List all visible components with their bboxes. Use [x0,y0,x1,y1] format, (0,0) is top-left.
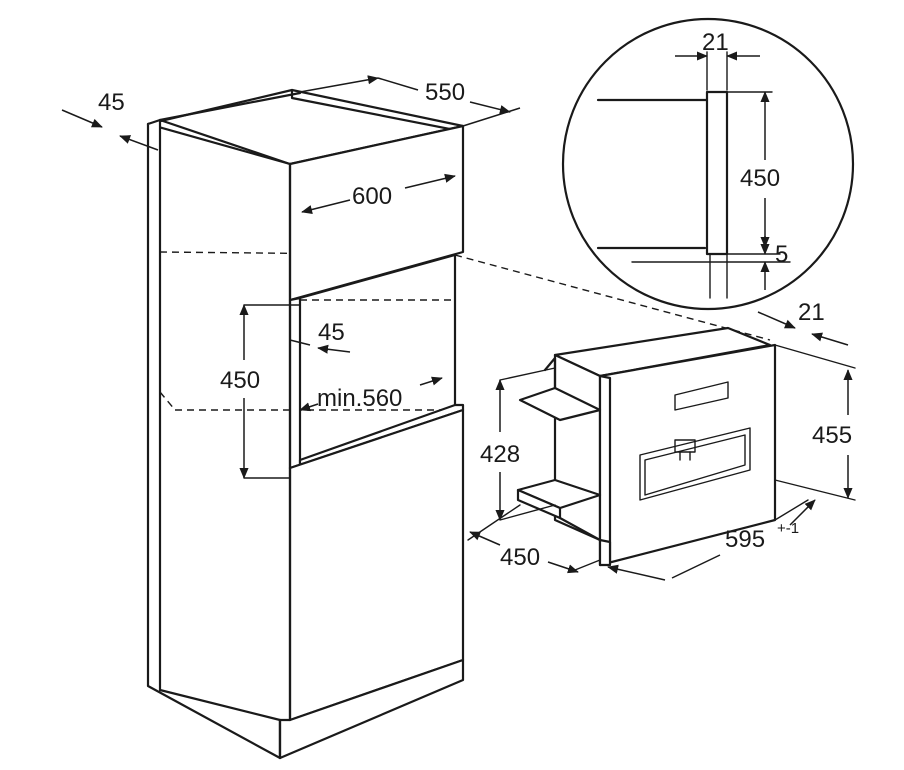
dim-appliance-width-tolerance: +-1 [777,520,799,537]
dim-appliance-width: 595 [725,526,765,553]
dim-appliance-height: 455 [812,422,852,449]
appliance-dimensions: 21 455 428 450 595 +-1 [467,299,856,581]
dim-detail-panel-thickness: 21 [702,29,729,56]
dim-niche-height: 450 [220,367,260,394]
dim-appliance-panel-thickness: 21 [798,299,825,326]
dim-detail-niche-height: 450 [740,165,780,192]
cabinet-dimensions: 45 550 600 450 45 min.560 [61,75,521,479]
dim-appliance-body-height: 428 [480,441,520,468]
detail-inset: 21 450 5 [561,17,855,311]
dim-cabinet-depth: 550 [425,79,465,106]
dim-niche-width: min.560 [317,385,402,412]
dim-appliance-depth: 450 [500,544,540,571]
dim-cabinet-width: 600 [352,183,392,210]
dim-detail-gap: 5 [775,241,788,268]
coffee-machine [516,326,777,567]
dim-niche-inset: 45 [318,319,345,346]
dim-side-panel-thickness: 45 [98,89,125,116]
kitchen-cabinet [146,88,771,760]
